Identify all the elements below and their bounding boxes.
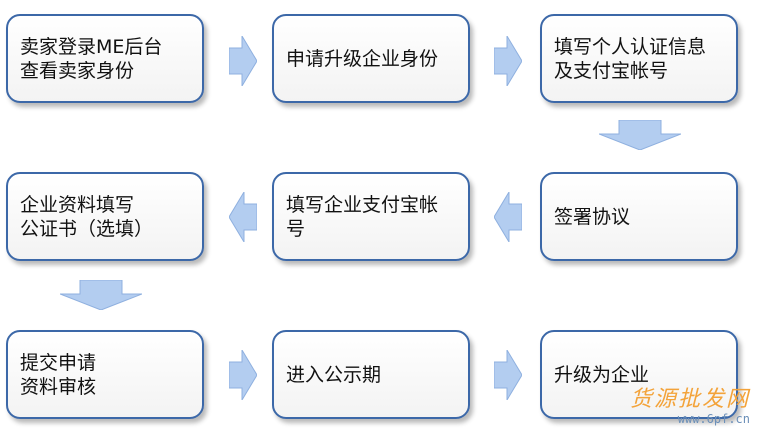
- watermark-main-text: 货源批发网: [629, 387, 750, 412]
- arrow-right-icon: [494, 350, 522, 400]
- step-fill-enterprise-docs: 企业资料填写 公证书（选填）: [6, 172, 204, 261]
- step-label: 填写企业支付宝帐 号: [286, 193, 439, 240]
- step-sign-agreement: 签署协议: [540, 172, 738, 261]
- arrow-right-icon: [229, 36, 257, 86]
- step-label: 进入公示期: [286, 363, 382, 386]
- step-fill-enterprise-alipay: 填写企业支付宝帐 号: [272, 172, 470, 261]
- arrow-right-icon: [494, 36, 522, 86]
- arrow-down-icon: [599, 120, 681, 150]
- step-label: 卖家登录ME后台 查看卖家身份: [20, 35, 163, 82]
- arrow-right-icon: [229, 350, 257, 400]
- step-seller-login: 卖家登录ME后台 查看卖家身份: [6, 14, 204, 103]
- step-submit-review: 提交申请 资料审核: [6, 330, 204, 419]
- watermark-url-text: www.6pf.cn: [677, 412, 750, 426]
- arrow-left-icon: [494, 192, 522, 242]
- step-label: 升级为企业: [554, 363, 650, 386]
- watermark-logo: 货源批发网 www.6pf.cn: [629, 387, 750, 426]
- step-label: 签署协议: [554, 205, 631, 228]
- step-upgrade-enterprise: 升级为企业: [540, 330, 738, 419]
- step-fill-personal-info: 填写个人认证信息 及支付宝帐号: [540, 14, 738, 103]
- arrow-down-icon: [60, 280, 142, 310]
- step-label: 企业资料填写 公证书（选填）: [20, 193, 154, 240]
- step-label: 填写个人认证信息 及支付宝帐号: [554, 35, 707, 82]
- arrow-left-icon: [229, 192, 257, 242]
- step-public-notice: 进入公示期: [272, 330, 470, 419]
- step-label: 提交申请 资料审核: [20, 351, 97, 398]
- step-apply-upgrade: 申请升级企业身份: [272, 14, 470, 103]
- step-label: 申请升级企业身份: [286, 47, 439, 70]
